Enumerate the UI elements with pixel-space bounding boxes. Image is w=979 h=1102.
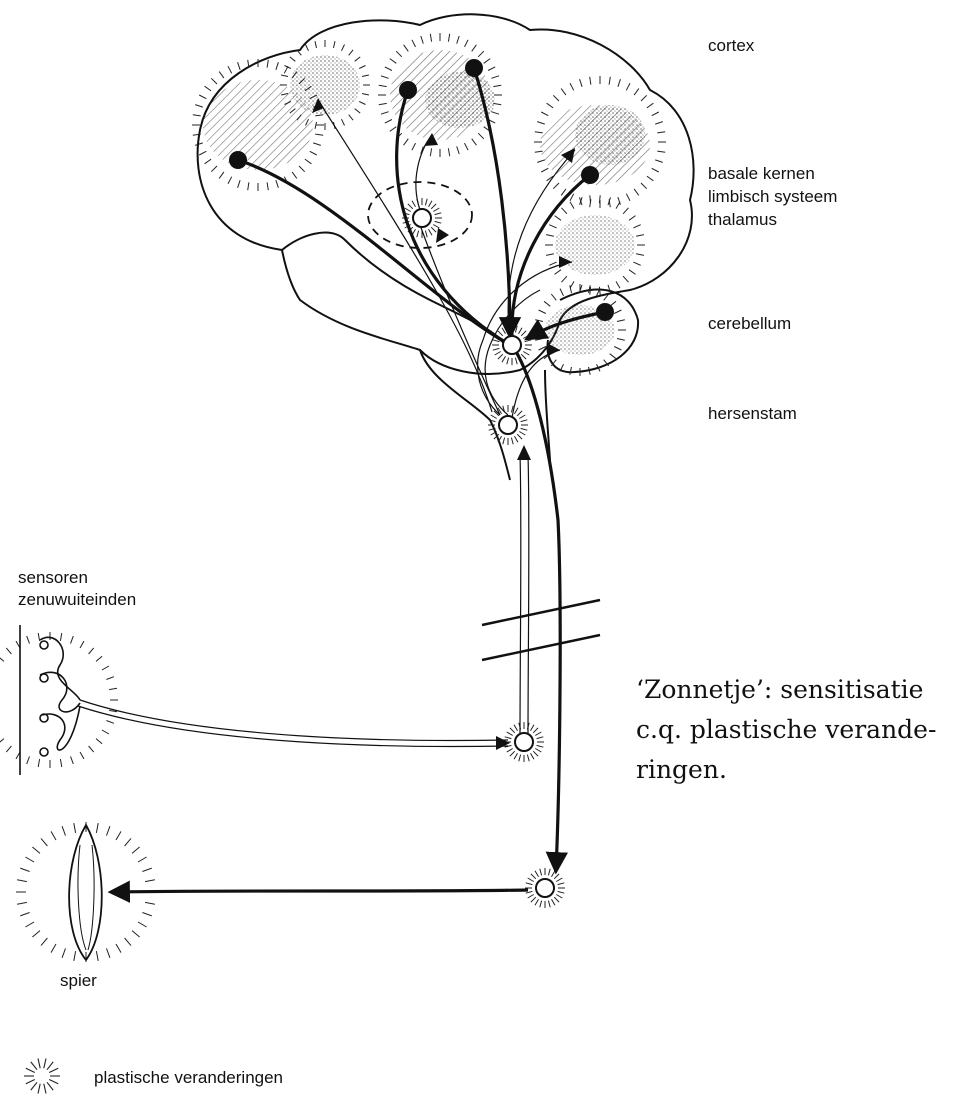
caption-line-1: ‘Zonnetje’: sensitisatie xyxy=(636,670,923,709)
legend-text: plastische veranderingen xyxy=(94,1067,283,1088)
label-thalamus: thalamus xyxy=(708,209,777,230)
spinal-break-line-1 xyxy=(482,600,600,625)
spinal-break-line-2 xyxy=(482,635,600,660)
muscle-fibers xyxy=(78,845,94,950)
label-hersenstam: hersenstam xyxy=(708,403,797,424)
label-zenuwuiteinden: zenuwuiteinden xyxy=(18,589,136,610)
temporal-lobe-outline xyxy=(282,233,505,345)
sensor-nerve-endings xyxy=(20,625,80,775)
spinal-motor-neuron xyxy=(536,879,554,897)
limbic-dots xyxy=(555,215,635,275)
brainstem-upper-neuron xyxy=(503,336,521,354)
caption-line-2: c.q. plastische verande- xyxy=(636,710,936,749)
caption-line-3: ringen. xyxy=(636,750,727,789)
muscle-shape xyxy=(69,825,102,960)
cortex-dots-3 xyxy=(575,105,645,165)
label-limbisch-systeem: limbisch systeem xyxy=(708,186,837,207)
label-spier: spier xyxy=(60,970,97,991)
motor-pathways xyxy=(112,68,605,892)
label-cerebellum: cerebellum xyxy=(708,313,791,334)
spinal-sensory-neuron xyxy=(515,733,533,751)
label-sensoren: sensoren xyxy=(18,567,88,588)
label-cortex: cortex xyxy=(708,35,754,56)
thalamus-neuron xyxy=(413,209,431,227)
brainstem-lower-neuron xyxy=(499,416,517,434)
legend-sunburst-icon xyxy=(24,1059,60,1094)
relay-neurons xyxy=(413,209,554,897)
label-basale-kernen: basale kernen xyxy=(708,163,815,184)
sensory-arrowheads xyxy=(312,98,575,750)
cortex-dots-1 xyxy=(290,55,360,115)
